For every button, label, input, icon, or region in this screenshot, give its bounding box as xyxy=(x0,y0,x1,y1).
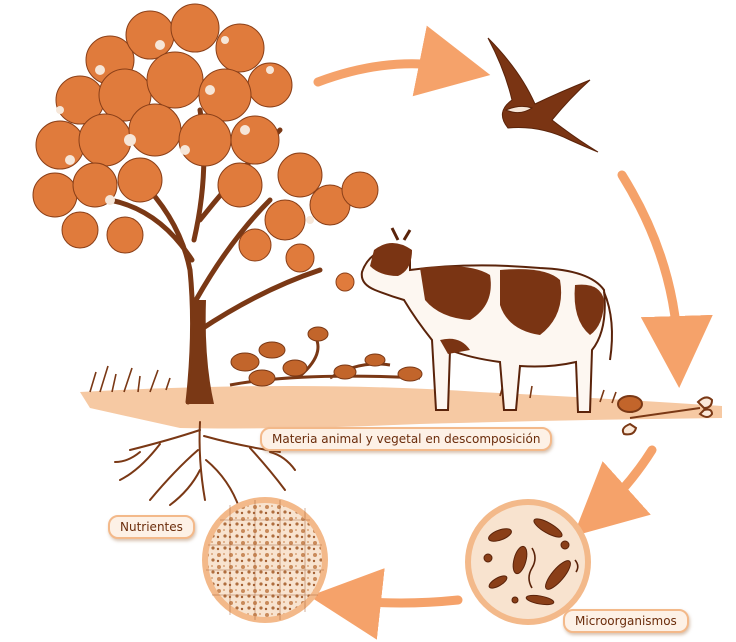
label-decomposing-matter: Materia animal y vegetal en descomposici… xyxy=(260,427,552,451)
arrow-microorganisms-to-nutrients xyxy=(345,600,458,603)
tree-icon xyxy=(33,4,378,404)
label-nutrients: Nutrientes xyxy=(108,515,195,539)
label-microorganisms: Microorganismos xyxy=(563,609,689,633)
bird-icon xyxy=(488,38,598,152)
arrow-tree-to-bird xyxy=(318,64,455,82)
arrow-bird-to-bones xyxy=(622,175,678,352)
microorganisms-circle xyxy=(468,502,588,622)
nutrients-circle xyxy=(205,500,325,620)
arrow-matter-to-microorganisms xyxy=(600,450,652,512)
cow-icon xyxy=(362,228,612,412)
fallen-branch-icon xyxy=(230,327,422,386)
